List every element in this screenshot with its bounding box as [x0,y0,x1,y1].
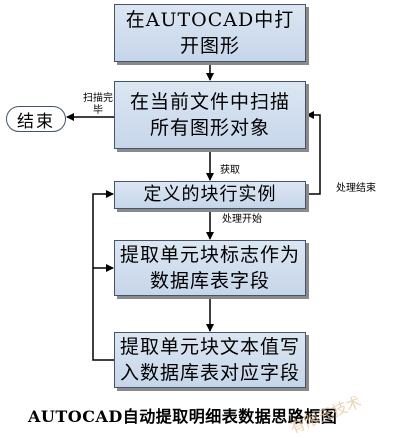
node-extract-text-label: 提取单元块文本值写入数据库表对应字段 [119,336,300,384]
node-block-label: 定义的块行实例 [143,184,277,205]
arrow-text-to-block-loop [92,190,114,361]
node-open-label: 在AUTOCAD中打开图形 [125,9,295,57]
edge-label-process-end: 处理结束 [336,183,376,194]
node-block-instance: 定义的块行实例 [114,181,306,209]
edge-label-process-start: 处理开始 [222,214,262,225]
diagram-caption: AUTOCAD自动提取明细表数据思路框图 [28,407,338,426]
edge-label-scan-done: 扫描完毕 [83,93,113,116]
node-scan-objects: 在当前文件中扫描所有图形对象 [114,81,306,149]
edge-label-get: 获取 [220,165,240,176]
node-scan-label: 在当前文件中扫描所有图形对象 [129,91,290,139]
node-open-in-autocad: 在AUTOCAD中打开图形 [114,4,306,62]
node-extract-text: 提取单元块文本值写入数据库表对应字段 [114,332,306,388]
arrow-block-to-scan-loop [306,111,321,195]
node-end: 结束 [6,106,66,132]
node-extract-flag-label: 提取单元块标志作为数据库表字段 [119,244,300,292]
node-end-label: 结束 [17,111,55,132]
node-extract-flag: 提取单元块标志作为数据库表字段 [114,240,306,296]
